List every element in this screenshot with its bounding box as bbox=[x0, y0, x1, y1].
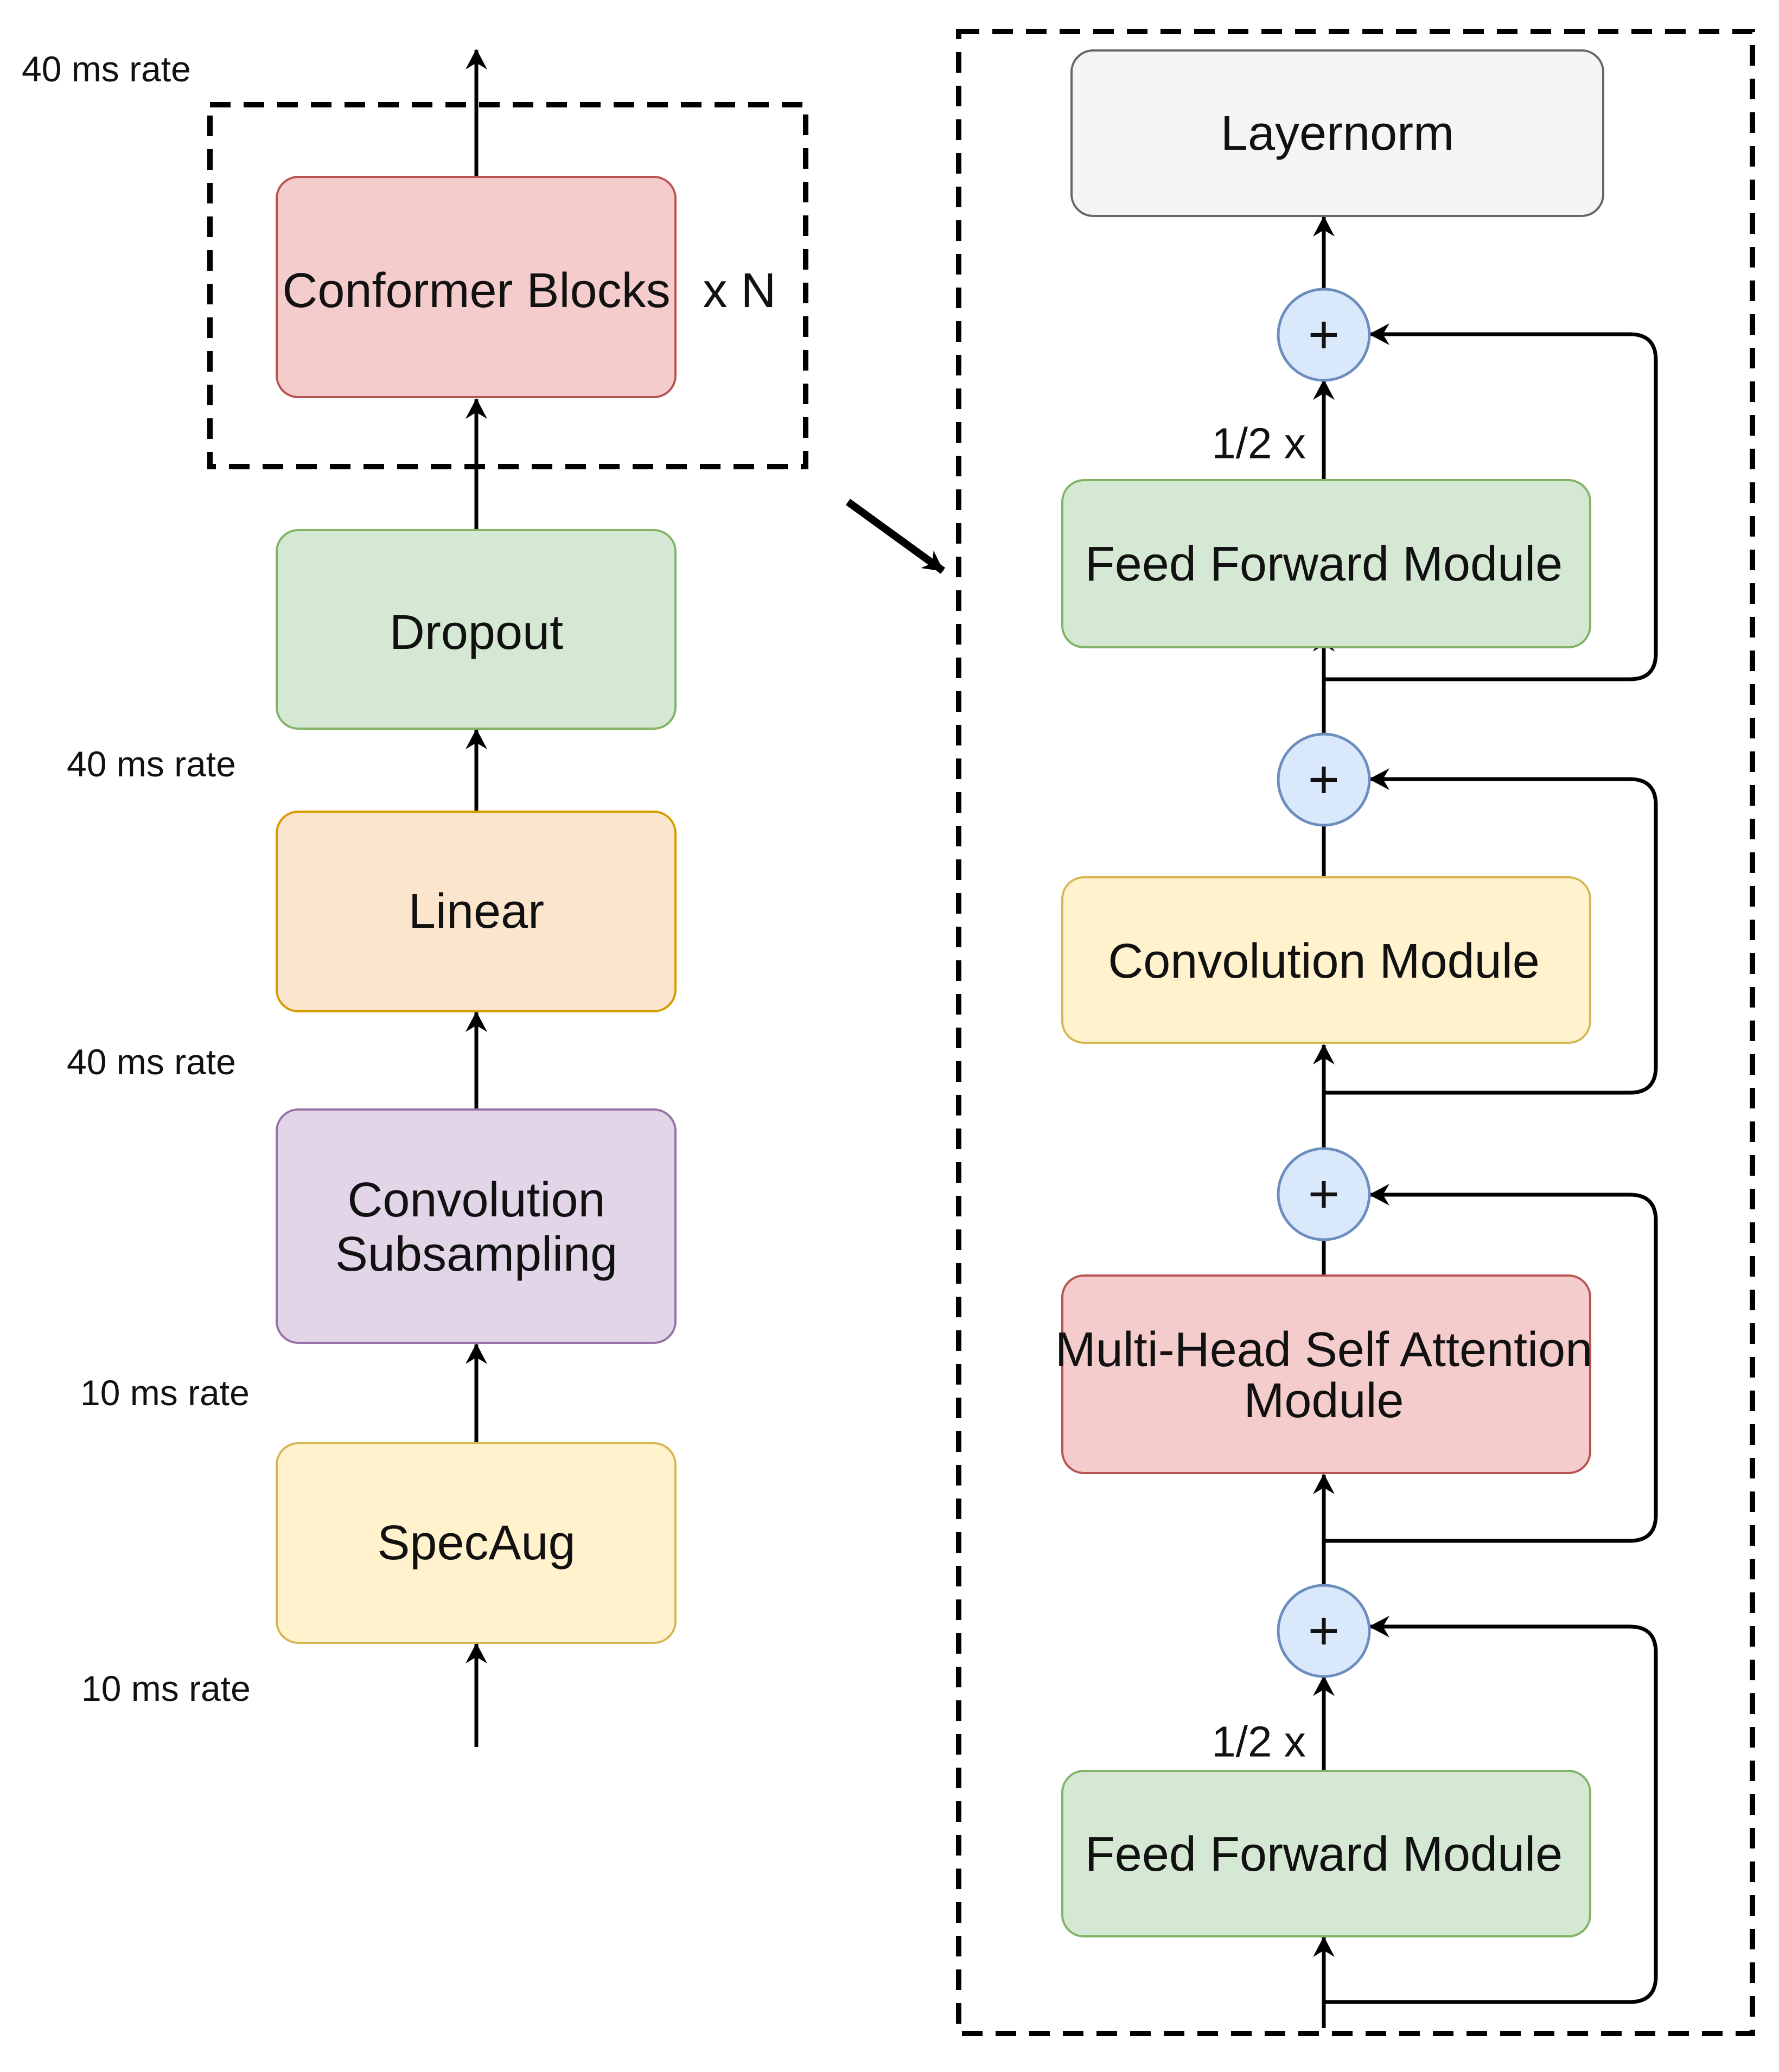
residual-path-2 bbox=[1324, 1184, 1658, 1543]
dropout-label: Dropout bbox=[390, 605, 563, 660]
adder-node-2 bbox=[1277, 1147, 1371, 1241]
layernorm-label: Layernorm bbox=[1221, 106, 1454, 161]
residual-path-1 bbox=[1324, 1616, 1658, 2004]
residual-connections bbox=[1324, 323, 1658, 2004]
zoom-arrow bbox=[845, 499, 946, 574]
specaug-label: SpecAug bbox=[377, 1516, 575, 1570]
ffn-bottom-block bbox=[1061, 1770, 1591, 1937]
adder-node-4 bbox=[1277, 288, 1371, 382]
conv-subsampling-label-line-2: Subsampling bbox=[335, 1227, 617, 1282]
conformer-block-frame bbox=[956, 29, 1755, 2036]
linear-label: Linear bbox=[409, 884, 544, 939]
rate-label-after-subsampling: 40 ms rate bbox=[67, 1042, 236, 1082]
repeat-label: x N bbox=[703, 264, 776, 318]
mhsa-module-label-line-2: Module bbox=[1244, 1374, 1404, 1428]
rate-label-after-specaug: 10 ms rate bbox=[80, 1373, 250, 1413]
conformer-repeat-frame bbox=[207, 102, 808, 469]
mhsa-module-block bbox=[1061, 1274, 1591, 1474]
layernorm-block bbox=[1070, 49, 1604, 217]
conv-subsampling-label-line-1: Convolution bbox=[347, 1173, 605, 1227]
conv-module-block bbox=[1061, 876, 1591, 1044]
conv-module-label: Convolution Module bbox=[1108, 934, 1540, 989]
residual-adders: + + + + bbox=[1277, 288, 1371, 1678]
adder-plus-icon-3: + bbox=[1308, 749, 1340, 810]
residual-path-4 bbox=[1324, 323, 1658, 681]
adder-plus-icon-4: + bbox=[1308, 304, 1340, 365]
rate-label-after-linear: 40 ms rate bbox=[67, 744, 236, 784]
rate-label-output: 40 ms rate bbox=[22, 49, 191, 89]
adder-node-3 bbox=[1277, 732, 1371, 827]
ffn-bottom-label: Feed Forward Module bbox=[1085, 1827, 1563, 1882]
rate-label-input: 10 ms rate bbox=[81, 1668, 251, 1708]
mhsa-module-label-line-1: Multi-Head Self Attention bbox=[1055, 1323, 1593, 1377]
conformer-blocks-label: Conformer Blocks bbox=[282, 264, 670, 318]
adder-plus-icon-1: + bbox=[1308, 1601, 1340, 1661]
adder-plus-icon-2: + bbox=[1308, 1164, 1340, 1225]
half-scale-label-top: 1/2 x bbox=[1211, 419, 1305, 468]
ffn-top-label: Feed Forward Module bbox=[1085, 537, 1563, 591]
residual-path-3 bbox=[1324, 768, 1658, 1095]
dropout-block bbox=[276, 529, 677, 730]
conv-subsampling-block bbox=[276, 1108, 677, 1344]
linear-block bbox=[276, 811, 677, 1012]
specaug-block bbox=[276, 1442, 677, 1644]
conformer-block-detail: Layernorm Feed Forward Module Convolutio… bbox=[956, 29, 1755, 2036]
adder-node-1 bbox=[1277, 1584, 1371, 1678]
ffn-top-block bbox=[1061, 479, 1591, 648]
encoder-stack: SpecAug Convolution Subsampling Linear D… bbox=[22, 49, 808, 1747]
half-scale-label-bottom: 1/2 x bbox=[1211, 1718, 1305, 1766]
conformer-blocks-block bbox=[276, 176, 677, 398]
